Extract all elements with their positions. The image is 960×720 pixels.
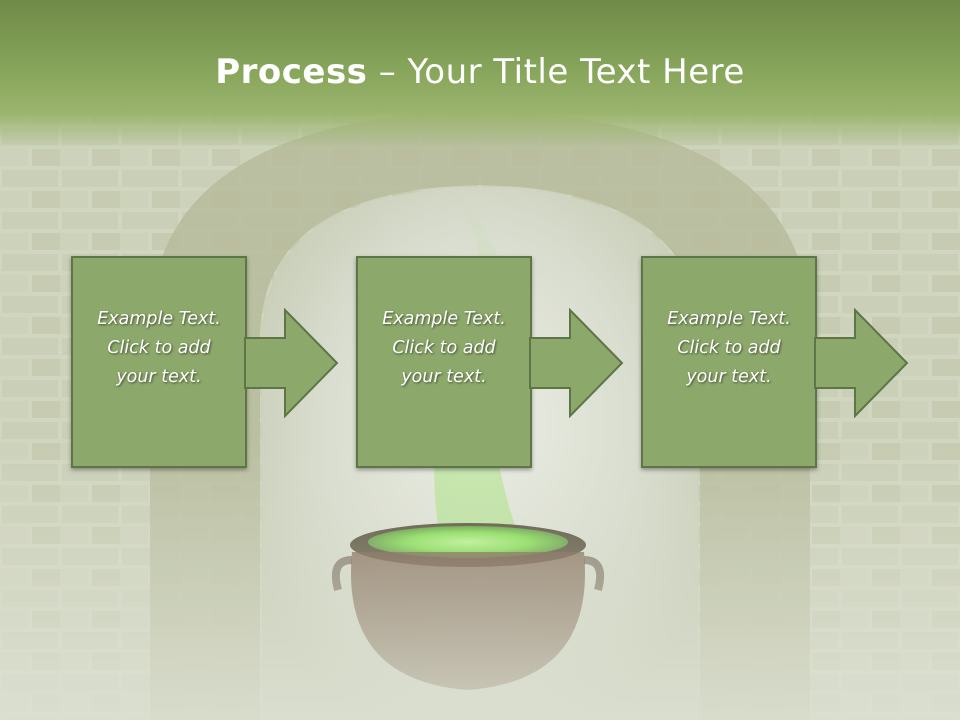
title-rest: – Your Title Text Here (367, 52, 745, 92)
step-text-line: Click to add (392, 337, 496, 358)
process-step-1[interactable]: Example Text. Click to add your text. (71, 256, 247, 468)
process-step-3[interactable]: Example Text. Click to add your text. (641, 256, 817, 468)
step-box[interactable]: Example Text. Click to add your text. (641, 256, 817, 468)
arrow-right-icon (244, 308, 339, 418)
step-text-line: Example Text. (97, 308, 221, 329)
step-text[interactable]: Example Text. Click to add your text. (667, 305, 791, 392)
step-box[interactable]: Example Text. Click to add your text. (356, 256, 532, 468)
process-step-2[interactable]: Example Text. Click to add your text. (356, 256, 532, 468)
step-text-line: Click to add (107, 337, 211, 358)
arrow-right-icon (529, 308, 624, 418)
step-text[interactable]: Example Text. Click to add your text. (382, 305, 506, 392)
title-bar (0, 0, 960, 150)
step-text-line: your text. (116, 366, 202, 387)
title-bold: Process (215, 52, 368, 92)
step-text-line: your text. (686, 366, 772, 387)
step-text[interactable]: Example Text. Click to add your text. (97, 305, 221, 392)
slide-title[interactable]: Process – Your Title Text Here (0, 52, 960, 92)
step-text-line: Click to add (677, 337, 781, 358)
step-box[interactable]: Example Text. Click to add your text. (71, 256, 247, 468)
arrow-right-icon (814, 308, 909, 418)
step-text-line: Example Text. (382, 308, 506, 329)
step-text-line: your text. (401, 366, 487, 387)
step-text-line: Example Text. (667, 308, 791, 329)
